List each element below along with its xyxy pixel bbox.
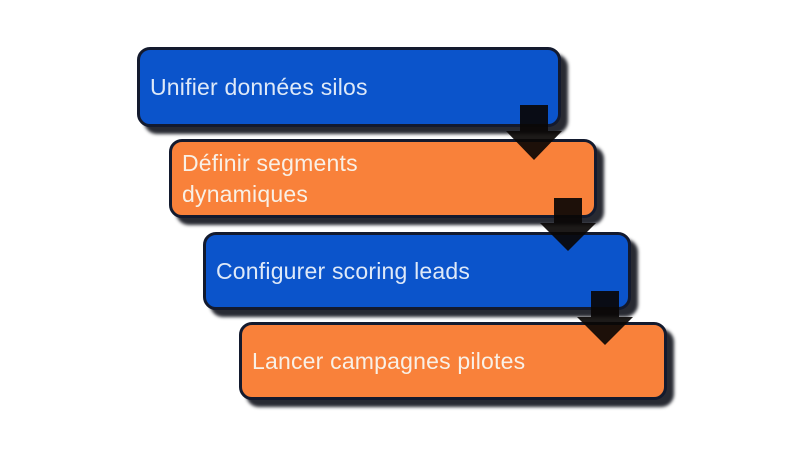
step-box-1: Unifier données silos bbox=[137, 47, 561, 127]
step-box-4: Lancer campagnes pilotes bbox=[239, 322, 667, 400]
step-label-3: Configurer scoring leads bbox=[216, 257, 471, 284]
step-label-1: Unifier données silos bbox=[150, 73, 368, 100]
step-box-2: Définir segments dynamiques bbox=[169, 139, 597, 218]
step-label-2: Définir segments dynamiques bbox=[182, 149, 358, 207]
step-label-4: Lancer campagnes pilotes bbox=[252, 347, 526, 374]
step-box-3: Configurer scoring leads bbox=[203, 232, 631, 310]
